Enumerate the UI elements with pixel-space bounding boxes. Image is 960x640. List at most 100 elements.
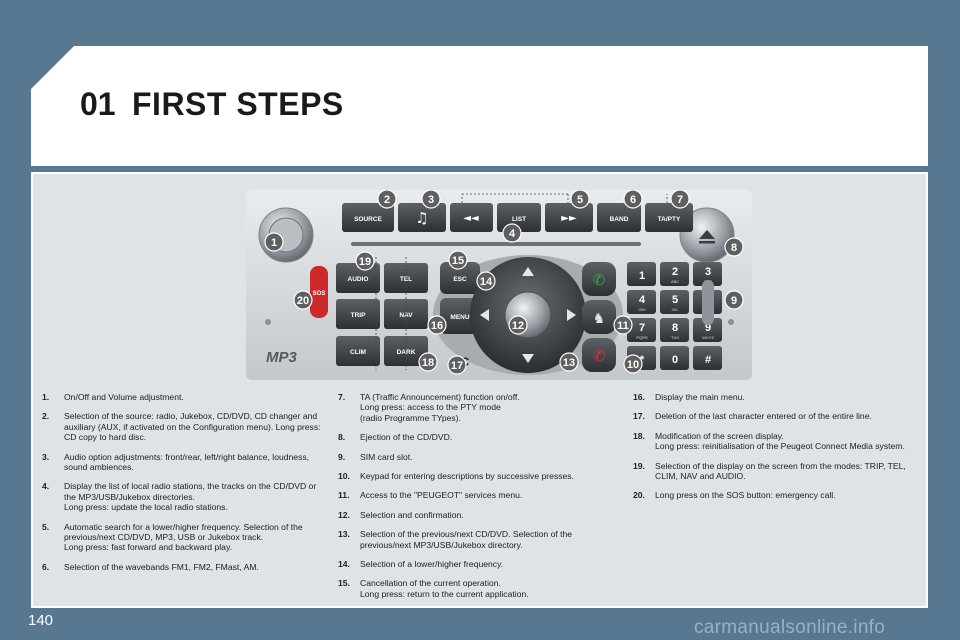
audio-button — [336, 263, 380, 293]
legend-item: 6.Selection of the wavebands FM1, FM2, F… — [42, 562, 327, 572]
callout-number: 15 — [452, 255, 464, 267]
legend-item-number: 14. — [338, 559, 350, 570]
callout-number: 8 — [731, 242, 737, 254]
menu-button — [440, 298, 480, 334]
legend-item-number: 5. — [42, 521, 50, 532]
keypad-digit: * — [640, 354, 645, 366]
watermark: carmanualsonline.info — [694, 617, 886, 638]
legend-item-number: 10. — [338, 471, 350, 482]
band-button — [597, 203, 641, 232]
legend-item: 1.On/Off and Volume adjustment. — [42, 392, 327, 402]
svg-text:CLIM: CLIM — [350, 349, 366, 356]
callout-number: 4 — [509, 228, 516, 240]
keypad-letters: JKL — [672, 307, 680, 312]
legend-item: 8.Ejection of the CD/DVD. — [338, 432, 608, 442]
callout-badge — [623, 354, 643, 374]
audio-note-button — [398, 203, 446, 232]
legend-item-number: 11. — [338, 490, 350, 501]
legend-item-text: SIM card slot. — [360, 451, 413, 462]
legend-item-text: Selection and confirmation. — [360, 509, 464, 520]
keypad: 12ABC3DEF4GHI5JKL6MNO7PQRS8TUV9WXYZ*0# — [627, 262, 722, 370]
legend-item-number: 7. — [338, 392, 346, 402]
legend-item-number: 15. — [338, 578, 350, 589]
legend-item-text: Deletion of the last character entered o… — [655, 411, 872, 422]
callout-badge — [559, 352, 579, 372]
legend-item-number: 19. — [633, 460, 645, 471]
legend-item-text: Modification of the screen display. Long… — [655, 430, 905, 452]
right-arrow-icon — [567, 309, 576, 321]
forward-icon: ►► — [561, 213, 577, 224]
callout-badge — [377, 190, 397, 209]
keypad-key — [660, 346, 689, 370]
left-arrow-icon — [480, 309, 489, 321]
callout-number: 17 — [451, 360, 463, 372]
legend-item-number: 17. — [633, 411, 645, 422]
legend-item-number: 3. — [42, 451, 50, 462]
legend-item: 20.Long press on the SOS button: emergen… — [633, 490, 923, 500]
callout-badge — [448, 250, 468, 270]
keypad-letters: TUV — [671, 335, 679, 340]
legend-item: 18. Modification of the screen display. L… — [633, 431, 923, 452]
legend-item-text: Selection of the previous/next CD/DVD. S… — [360, 529, 573, 550]
phone-accept-icon: ✆ — [593, 271, 606, 289]
legend-item: 4.Display the list of local radio statio… — [42, 481, 327, 512]
keypad-digit: 2 — [672, 266, 678, 278]
legend-item: 15. Cancellation of the current operation… — [338, 578, 608, 599]
down-arrow-icon — [522, 354, 534, 363]
keypad-digit: 4 — [639, 294, 646, 306]
callout-badge — [421, 190, 441, 209]
legend-item: 7.TA (Traffic Announcement) function on/… — [338, 392, 608, 423]
legend-item-text: Ejection of the CD/DVD. — [360, 432, 453, 443]
svg-text:AUDIO: AUDIO — [348, 276, 369, 283]
legend-item-text: Audio option adjustments: front/rear, le… — [64, 451, 310, 473]
callout-number: 10 — [627, 359, 639, 371]
chapter-number: 01 — [80, 86, 116, 122]
legend-item-text: Cancellation of the current operation. L… — [360, 578, 529, 599]
lion-icon: ♞ — [593, 311, 606, 327]
svg-text:NAV: NAV — [399, 312, 413, 319]
legend-item-text: On/Off and Volume adjustment. — [64, 392, 184, 402]
legend-column-3: 16.Display the main menu.17.Deletion of … — [633, 392, 923, 510]
svg-text:SOURCE: SOURCE — [354, 216, 382, 223]
legend-item: 9.SIM card slot. — [338, 452, 608, 462]
legend-item-number: 18. — [633, 430, 645, 441]
callout-number: 12 — [512, 320, 524, 332]
legend-item-text: Keypad for entering descriptions by succ… — [360, 471, 574, 482]
legend-item-text: Display the main menu. — [655, 392, 745, 402]
keypad-digit: 1 — [639, 270, 645, 282]
callout-badge — [447, 355, 467, 375]
legend-item: 14.Selection of a lower/higher frequency… — [338, 559, 608, 569]
svg-text:TA/PTY: TA/PTY — [658, 216, 681, 223]
keypad-key — [693, 346, 722, 370]
callout-number: 16 — [431, 320, 443, 332]
keypad-key — [693, 318, 722, 342]
keypad-digit: 8 — [672, 322, 678, 334]
callout-number: 5 — [577, 194, 583, 206]
callout-number: 13 — [563, 357, 575, 369]
keypad-key — [627, 290, 656, 314]
music-note-icon: ♫ — [415, 209, 428, 227]
keypad-digit: 7 — [639, 322, 645, 334]
callout-badge — [502, 223, 522, 243]
callout-badge — [670, 190, 690, 209]
ta-pty-button — [645, 203, 693, 232]
legend-item-text: Automatic search for a lower/higher freq… — [64, 521, 303, 553]
keypad-digit: 3 — [705, 266, 711, 278]
legend-item: 3. Audio option adjustments: front/rear, … — [42, 452, 327, 473]
seek-back-button — [450, 203, 493, 232]
keypad-digit: 0 — [672, 354, 678, 366]
call-accept-button — [582, 262, 616, 296]
esc-button — [440, 262, 480, 294]
legend-item-text: Access to the "PEUGEOT" services menu. — [360, 490, 523, 501]
legend-item-text: Selection of the display on the screen f… — [655, 460, 906, 482]
callout-badge — [623, 190, 643, 209]
eject-icon — [699, 230, 715, 239]
keypad-letters: WXYZ — [702, 335, 714, 340]
svg-text:TEL: TEL — [400, 276, 412, 283]
legend-item: 5. Automatic search for a lower/higher fr… — [42, 522, 327, 553]
svg-text:BAND: BAND — [610, 216, 629, 223]
keypad-key — [660, 318, 689, 342]
callout-badge — [613, 315, 633, 335]
callout-number: 9 — [731, 295, 737, 307]
content-panel: SOURCE ♫ ◄◄ LIST ►► BAND TA/PTY SOS AUDI… — [31, 172, 928, 608]
